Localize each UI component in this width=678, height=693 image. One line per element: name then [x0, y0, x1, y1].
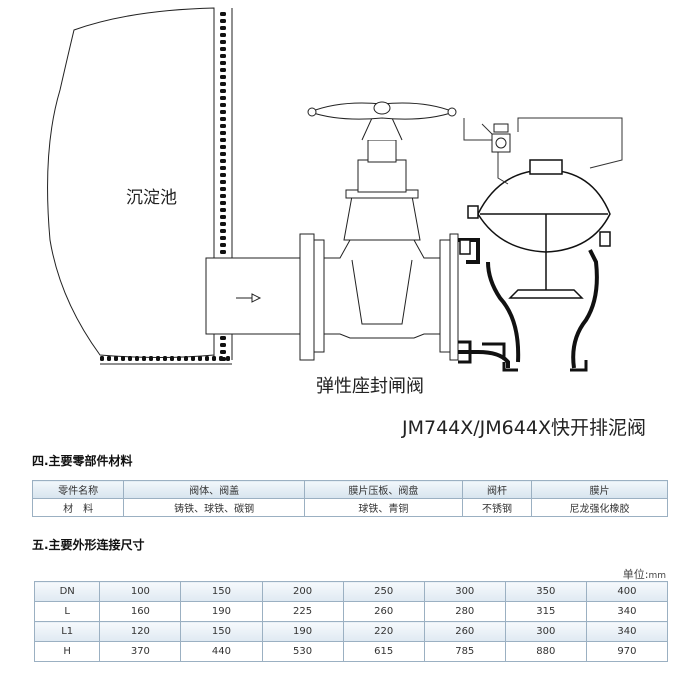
- header-cell: 阀杆: [461, 480, 533, 499]
- diaphragm-housing: [459, 159, 611, 299]
- header-cell: 阀体、阀盖: [123, 480, 305, 499]
- dimensions-section-title: 五.主要外形连接尺寸: [32, 538, 145, 552]
- drain-valve: [458, 238, 599, 369]
- table-cell: 100: [99, 581, 182, 602]
- table-cell: 400: [585, 581, 669, 602]
- table-cell: 970: [585, 641, 669, 662]
- unit-value: mm: [648, 571, 666, 581]
- table-cell: 615: [342, 641, 425, 662]
- table-cell: 340: [585, 621, 669, 642]
- handwheel: [307, 101, 457, 120]
- table-cell: 190: [180, 601, 263, 622]
- table-cell: 150: [180, 621, 263, 642]
- table-row: DN 100 150 200 250 300 350 400: [33, 581, 669, 602]
- gate-valve-label: 弹性座封闸阀: [316, 376, 424, 397]
- table-cell: 220: [342, 621, 425, 642]
- tank-label: 沉淀池: [126, 188, 177, 208]
- table-cell: L: [33, 601, 101, 622]
- table-cell: 300: [504, 621, 587, 642]
- table-cell: 350: [504, 581, 587, 602]
- outlet-pipe: [205, 257, 307, 335]
- table-cell: 370: [99, 641, 182, 662]
- tank-wall-pattern: [100, 12, 230, 361]
- pilot-control-line: [463, 117, 623, 185]
- materials-table: 零件名称 阀体、阀盖 膜片压板、阀盘 阀杆 膜片 材 料 铸铁、球铁、碳钢 球铁…: [31, 480, 668, 517]
- table-cell: H: [33, 641, 101, 662]
- table-cell: 200: [261, 581, 344, 602]
- table-cell: L1: [33, 621, 101, 642]
- table-cell: 铸铁、球铁、碳钢: [123, 498, 305, 517]
- table-header-row: 零件名称 阀体、阀盖 膜片压板、阀盘 阀杆 膜片: [31, 480, 668, 499]
- table-cell: 120: [99, 621, 182, 642]
- dimensions-table: DN 100 150 200 250 300 350 400 L 160 190…: [33, 581, 669, 662]
- table-row: L 160 190 225 260 280 315 340: [33, 601, 669, 622]
- model-label: JM744X/JM644X快开排泥阀: [402, 417, 646, 439]
- table-cell: 280: [423, 601, 506, 622]
- table-row: 材 料 铸铁、球铁、碳钢 球铁、青铜 不锈钢 尼龙强化橡胶: [31, 498, 668, 517]
- table-cell: 150: [180, 581, 263, 602]
- pilot-valve: [491, 123, 511, 153]
- table-cell: 球铁、青铜: [303, 498, 464, 517]
- table-cell: DN: [33, 581, 101, 602]
- table-cell: 材 料: [31, 498, 125, 517]
- table-cell: 260: [342, 601, 425, 622]
- table-row: L1 120 150 190 220 260 300 340: [33, 621, 669, 642]
- table-cell: 190: [261, 621, 344, 642]
- table-cell: 225: [261, 601, 344, 622]
- header-cell: 膜片压板、阀盘: [303, 480, 464, 499]
- table-row: H 370 440 530 615 785 880 970: [33, 641, 669, 662]
- unit-label: 单位:mm: [623, 566, 666, 582]
- table-cell: 尼龙强化橡胶: [531, 498, 668, 517]
- gate-valve: [299, 104, 459, 361]
- drain-valve-flange: [458, 340, 588, 372]
- table-cell: 880: [504, 641, 587, 662]
- table-cell: 340: [585, 601, 669, 622]
- table-cell: 785: [423, 641, 506, 662]
- valve-installation-diagram: [47, 7, 623, 372]
- table-cell: 440: [180, 641, 263, 662]
- table-cell: 260: [423, 621, 506, 642]
- table-cell: 160: [99, 601, 182, 622]
- table-cell: 530: [261, 641, 344, 662]
- table-cell: 不锈钢: [461, 498, 533, 517]
- header-cell: 零件名称: [31, 480, 125, 499]
- table-cell: 300: [423, 581, 506, 602]
- materials-section-title: 四.主要零部件材料: [32, 454, 133, 468]
- header-cell: 膜片: [531, 480, 668, 499]
- table-cell: 315: [504, 601, 587, 622]
- unit-label-text: 单位:: [622, 568, 649, 581]
- table-cell: 250: [342, 581, 425, 602]
